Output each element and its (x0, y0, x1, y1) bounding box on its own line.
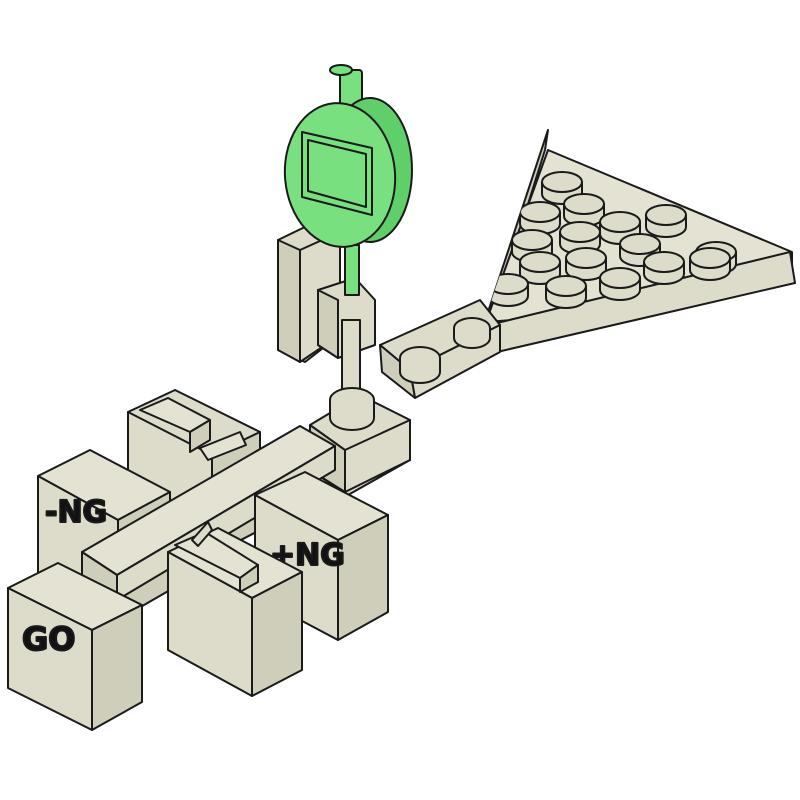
minus-ng-label: -NG (45, 495, 107, 530)
hopper-puck (519, 201, 561, 223)
hopper-puck (545, 275, 587, 297)
hopper-puck (619, 233, 661, 255)
hopper-puck (645, 204, 687, 226)
hopper-puck (559, 221, 601, 243)
hopper-puck (541, 171, 583, 193)
hopper-puck (599, 267, 641, 289)
go-bin: GO (7, 562, 143, 731)
go-label: GO (22, 620, 75, 658)
dial-indicator (283, 64, 413, 248)
feeder-chute (379, 299, 501, 399)
hopper-puck (563, 193, 605, 215)
hopper-puck (565, 247, 607, 269)
hopper-puck (511, 229, 553, 251)
hopper-puck (689, 247, 731, 269)
gauge-spindle (341, 244, 361, 396)
hopper-puck (519, 251, 561, 273)
sorter-box-front (167, 521, 303, 697)
hopper-pucks (487, 171, 737, 309)
hopper-puck (643, 251, 685, 273)
hopper-puck (599, 211, 641, 233)
